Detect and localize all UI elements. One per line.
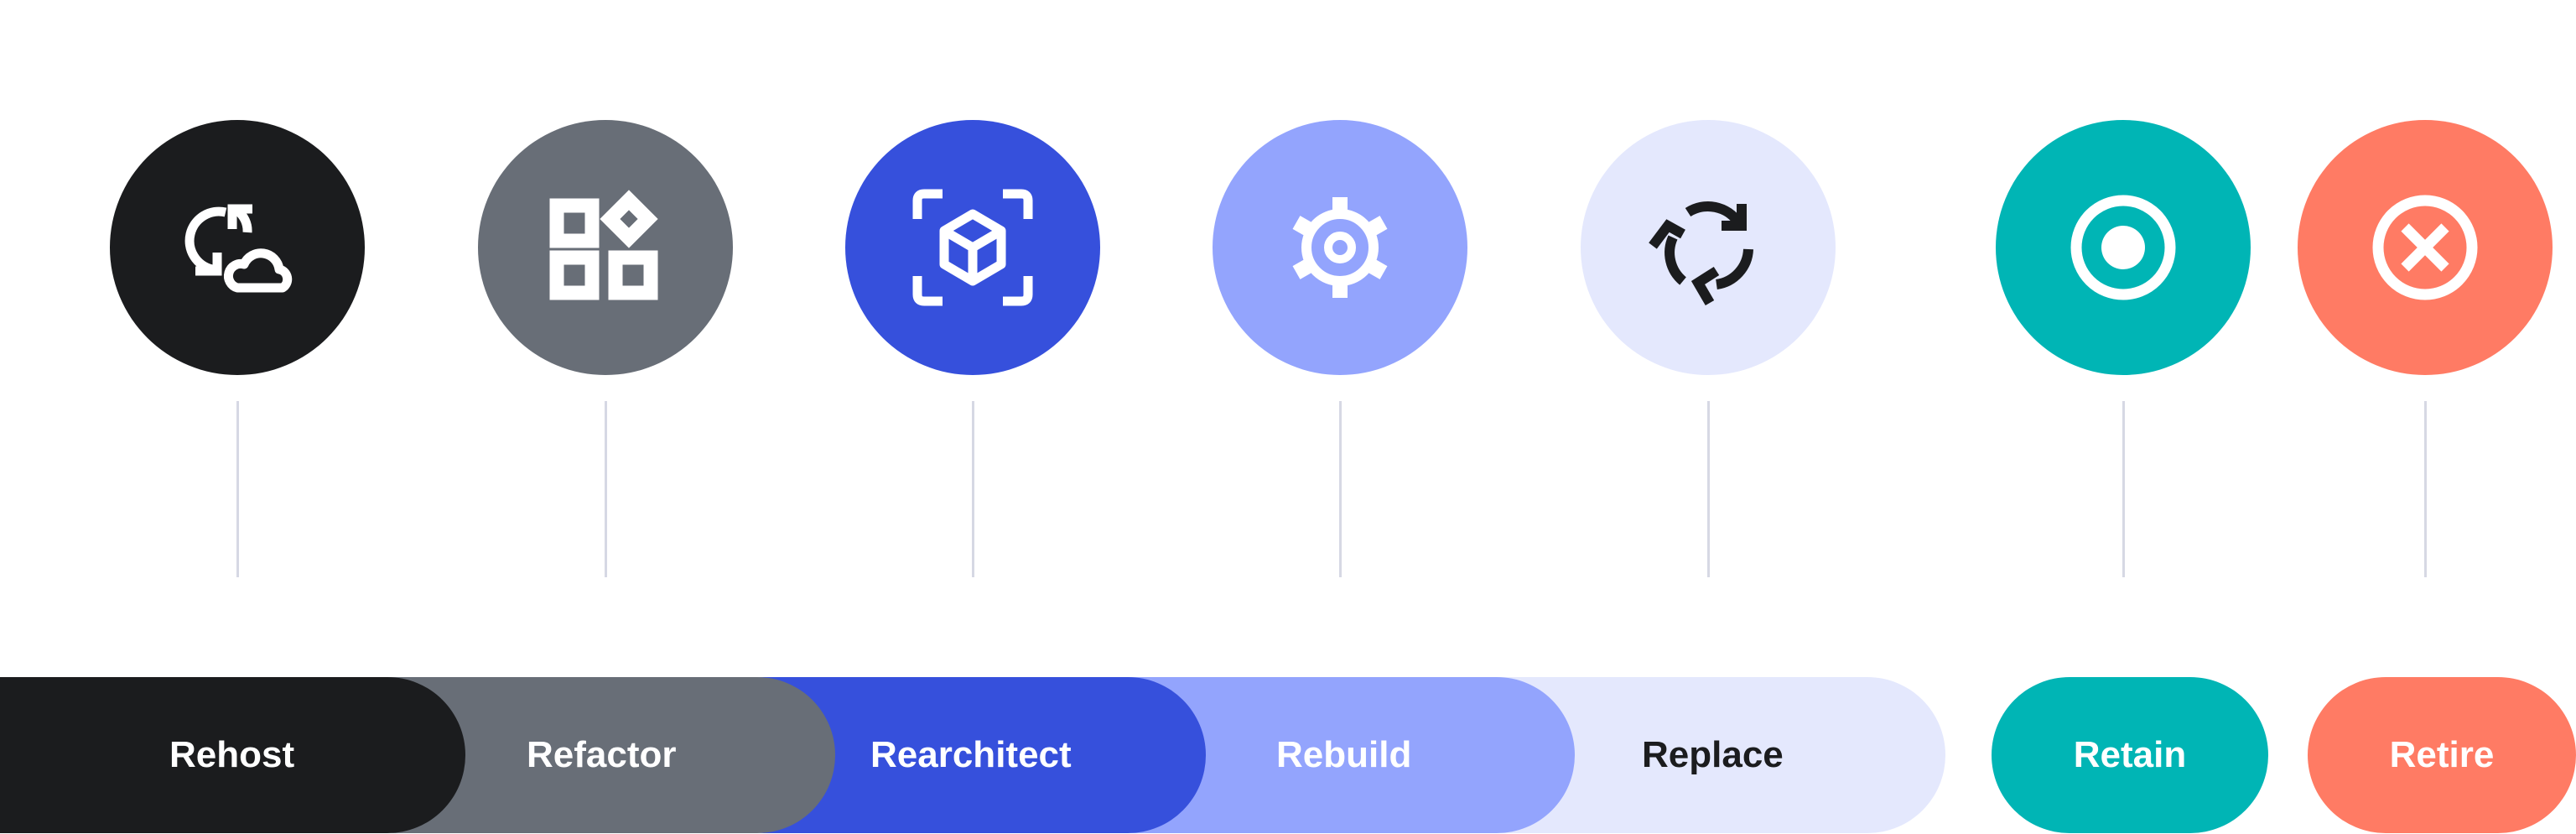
apps-grid-icon xyxy=(549,190,658,300)
retain-pill: Retain xyxy=(1992,677,2268,833)
gear-icon xyxy=(1292,197,1388,298)
refactor-circle xyxy=(478,120,733,375)
rebuild-circle xyxy=(1213,120,1467,375)
rearchitect-label: Rearchitect xyxy=(870,734,1072,775)
retire-pill: Retire xyxy=(2308,677,2576,833)
retain-label: Retain xyxy=(2073,734,2187,775)
rehost-pill: Rehost xyxy=(0,677,465,833)
connector-line-rehost xyxy=(236,401,239,577)
connector-line-refactor xyxy=(605,401,607,577)
retire-label: Retire xyxy=(2389,734,2495,775)
replace-circle xyxy=(1581,120,1836,375)
retire-circle xyxy=(2298,120,2553,375)
connector-line-retain xyxy=(2122,401,2125,577)
rehost-circle xyxy=(110,120,365,375)
rebuild-label: Rebuild xyxy=(1276,734,1412,775)
rehost-label: Rehost xyxy=(169,734,295,775)
cloud-migrate-icon xyxy=(184,204,293,293)
connector-line-rebuild xyxy=(1339,401,1342,577)
refresh-cycle-icon xyxy=(1649,201,1753,306)
refactor-label: Refactor xyxy=(527,734,677,775)
rearchitect-circle xyxy=(845,120,1100,375)
radio-target-icon xyxy=(2070,195,2176,300)
connector-line-replace xyxy=(1707,401,1710,577)
connector-line-rearchitect xyxy=(972,401,974,577)
cube-scan-icon xyxy=(912,189,1033,306)
close-circle-icon xyxy=(2372,195,2478,300)
retain-circle xyxy=(1996,120,2251,375)
replace-label: Replace xyxy=(1642,734,1784,775)
connector-line-retire xyxy=(2424,401,2427,577)
